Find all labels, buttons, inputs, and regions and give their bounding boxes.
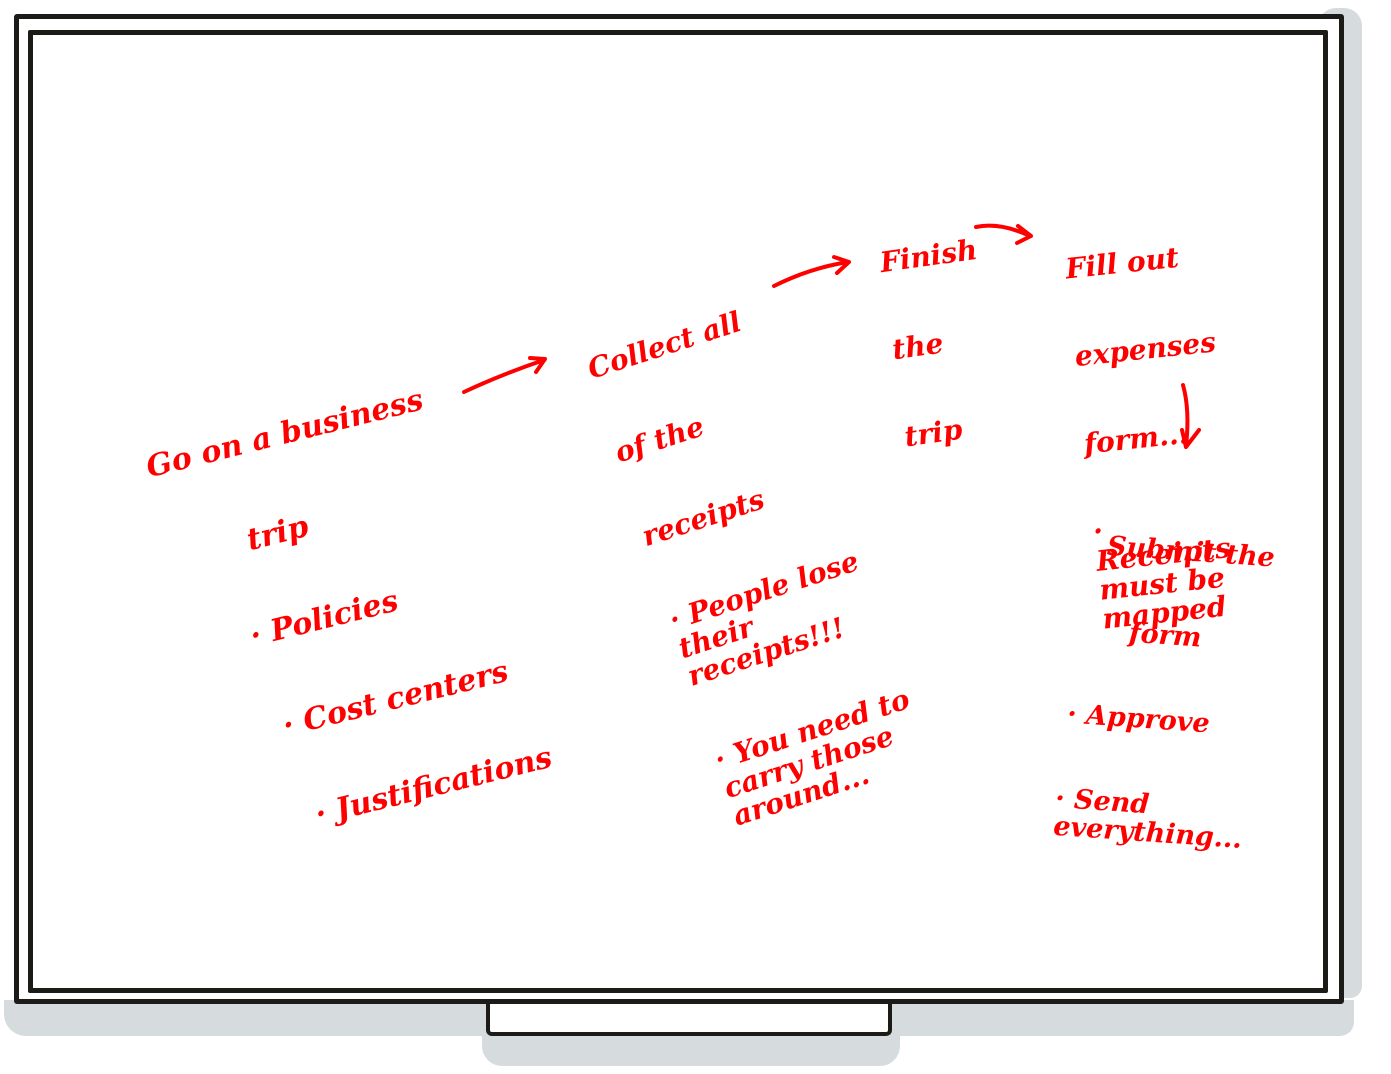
step-title-line: the [890,326,946,367]
step-title-line: of the [610,409,709,470]
step-title-line: trip [902,412,965,454]
step-title-line: Collect all [583,304,746,386]
step-title-line: expenses [1073,325,1218,373]
whiteboard-surface [28,30,1328,993]
step-title-line: Go on a business [142,382,427,486]
step-bullet: · Cost centers [279,653,512,744]
step-title-line: receipts [638,482,769,554]
step-title-line: trip [243,508,312,558]
step-submit-form: Submit the form · Approve · Send everyth… [1052,476,1279,884]
step-title-line: Submit the [1106,530,1276,574]
step-title-line: Fill out [1063,240,1181,286]
step-bullet: · People lose their receipts!!! [665,544,863,693]
step-title-line: Finish [877,232,980,279]
whiteboard-stand [486,1004,892,1036]
stand-shadow [482,1032,900,1066]
step-title-line: form [1128,617,1203,654]
step-title-line: form... [1082,416,1190,461]
step-bullet: · Approve [1066,698,1211,740]
step-bullet: · Policies [246,583,402,655]
